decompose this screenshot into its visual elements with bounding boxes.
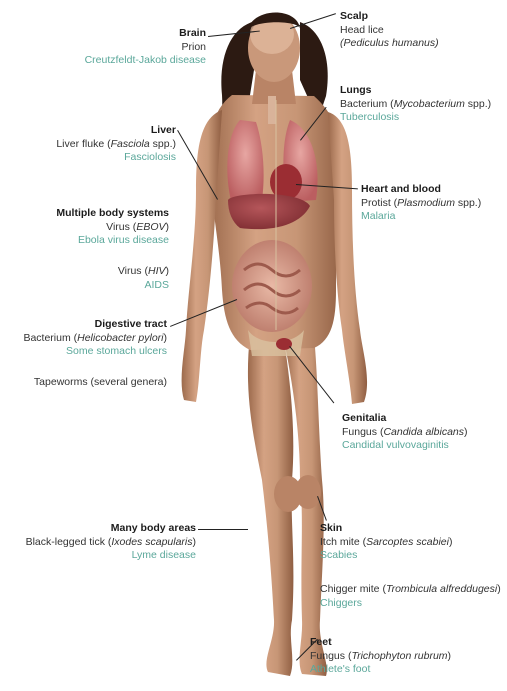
label-agent: Bacterium (Helicobacter pylori) (23, 332, 167, 346)
label-many-areas: Many body areas Black-legged tick (Ixode… (26, 522, 196, 563)
label-disease: Chiggers (320, 597, 501, 611)
label-title: Heart and blood (361, 183, 481, 197)
label-agent: Fungus (Trichophyton rubrum) (310, 650, 451, 664)
label-title: Scalp (340, 10, 439, 24)
label-title: Skin (320, 522, 452, 536)
label-feet: Feet Fungus (Trichophyton rubrum) Athlet… (310, 636, 451, 677)
label-title: Multiple body systems (56, 207, 169, 221)
label-agent: Tapeworms (several genera) (34, 376, 167, 390)
label-brain: Brain Prion Creutzfeldt-Jakob disease (85, 27, 206, 68)
label-hiv: Virus (HIV) AIDS (118, 265, 169, 292)
label-title: Feet (310, 636, 451, 650)
label-agent: Itch mite (Sarcoptes scabiei) (320, 536, 452, 550)
label-agent: Black-legged tick (Ixodes scapularis) (26, 536, 196, 550)
label-digestive: Digestive tract Bacterium (Helicobacter … (23, 318, 167, 359)
label-skin: Skin Itch mite (Sarcoptes scabiei) Scabi… (320, 522, 452, 563)
label-agent: Virus (EBOV) (56, 221, 169, 235)
label-agent: Protist (Plasmodium spp.) (361, 197, 481, 211)
label-disease: Scabies (320, 549, 452, 563)
label-agent: Prion (85, 41, 206, 55)
label-tapeworms: Tapeworms (several genera) (34, 376, 167, 390)
label-liver: Liver Liver fluke (Fasciola spp.) Fascio… (56, 124, 176, 165)
label-disease: Malaria (361, 210, 481, 224)
label-agent: Virus (HIV) (118, 265, 169, 279)
label-title: Many body areas (26, 522, 196, 536)
label-disease: Lyme disease (26, 549, 196, 563)
label-disease: Some stomach ulcers (23, 345, 167, 359)
manyareas-leader-line (198, 529, 248, 530)
label-title: Liver (56, 124, 176, 138)
label-agent-italic: (Pediculus humanus) (340, 37, 439, 51)
label-title: Brain (85, 27, 206, 41)
label-agent: Liver fluke (Fasciola spp.) (56, 138, 176, 152)
label-disease: Creutzfeldt-Jakob disease (85, 54, 206, 68)
label-disease: Fasciolosis (56, 151, 176, 165)
label-heart: Heart and blood Protist (Plasmodium spp.… (361, 183, 481, 224)
label-chigger: Chigger mite (Trombicula alfreddugesi) C… (320, 583, 501, 610)
label-disease: Athlete's foot (310, 663, 451, 677)
label-agent: Fungus (Candida albicans) (342, 426, 468, 440)
label-lungs: Lungs Bacterium (Mycobacterium spp.) Tub… (340, 84, 491, 125)
label-disease: AIDS (118, 279, 169, 293)
label-agent: Bacterium (Mycobacterium spp.) (340, 98, 491, 112)
label-agent: Chigger mite (Trombicula alfreddugesi) (320, 583, 501, 597)
label-multiple-systems: Multiple body systems Virus (EBOV) Ebola… (56, 207, 169, 248)
label-disease: Ebola virus disease (56, 234, 169, 248)
label-scalp: Scalp Head lice (Pediculus humanus) (340, 10, 439, 51)
label-title: Genitalia (342, 412, 468, 426)
label-agent: Head lice (340, 24, 439, 38)
label-disease: Tuberculosis (340, 111, 491, 125)
label-title: Lungs (340, 84, 491, 98)
label-disease: Candidal vulvovaginitis (342, 439, 468, 453)
label-title: Digestive tract (23, 318, 167, 332)
label-genitalia: Genitalia Fungus (Candida albicans) Cand… (342, 412, 468, 453)
